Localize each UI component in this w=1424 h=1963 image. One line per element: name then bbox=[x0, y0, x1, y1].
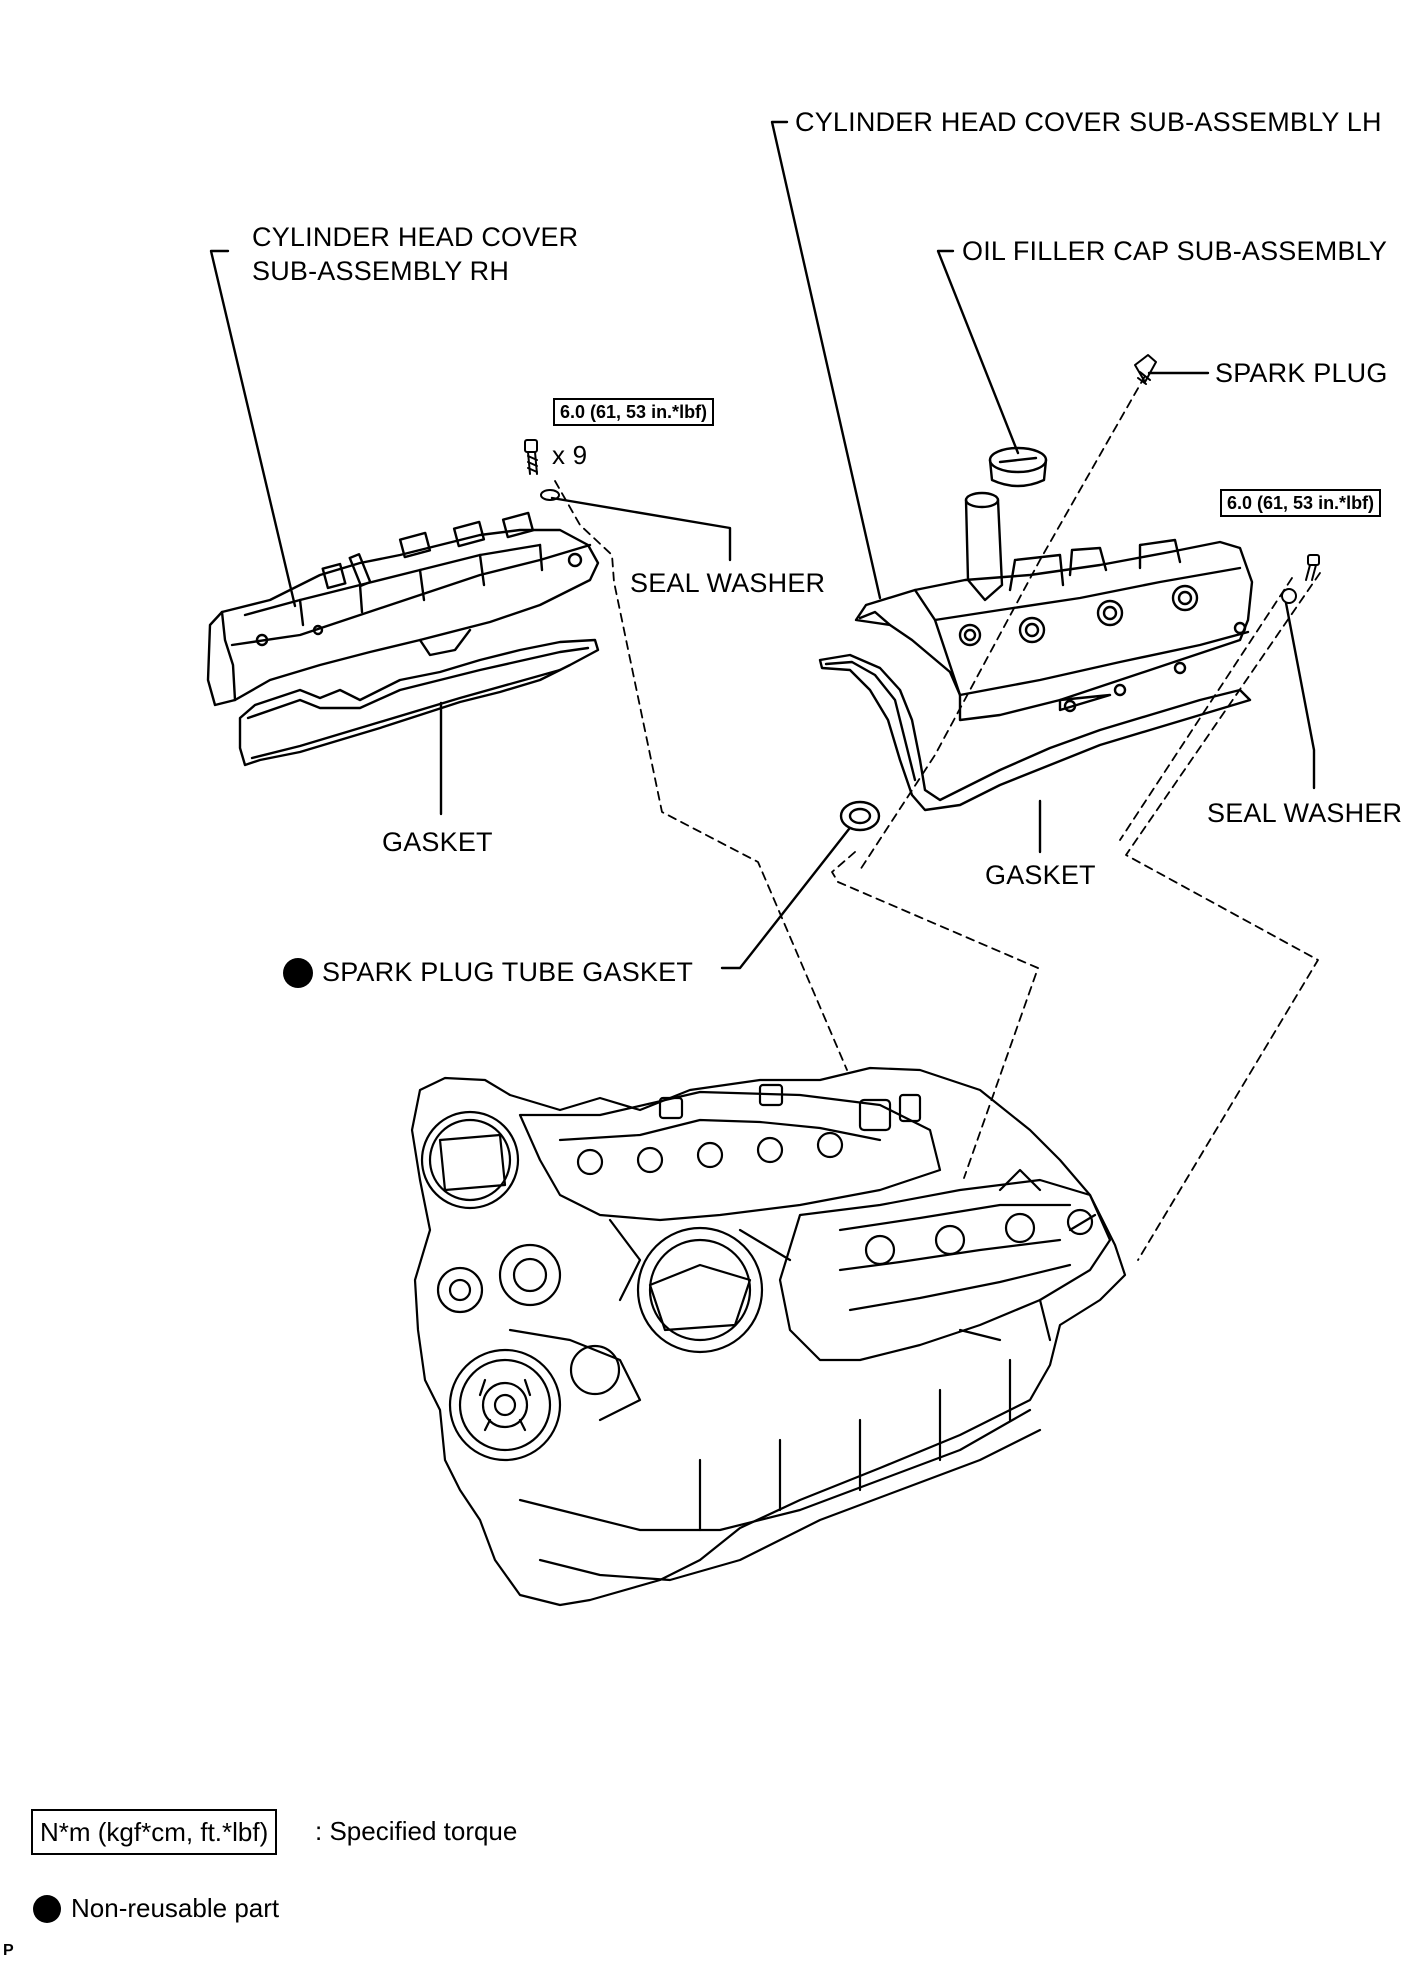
corner-mark: P bbox=[3, 1942, 14, 1959]
legend-non-reusable-desc: Non-reusable part bbox=[71, 1893, 280, 1923]
label-bolt-count: x 9 bbox=[552, 440, 588, 470]
engine-block bbox=[410, 1066, 1127, 1607]
label-cover-rh-line2: SUB-ASSEMBLY RH bbox=[252, 256, 510, 286]
gasket-rh bbox=[238, 638, 600, 767]
spark-plug-tube-gasket bbox=[839, 800, 881, 832]
lh-bolt bbox=[1281, 554, 1320, 604]
legend-torque-unit-box: N*m (kgf*cm, ft.*lbf) bbox=[31, 1809, 278, 1855]
label-gasket-rh: GASKET bbox=[382, 827, 493, 857]
rh-bolt bbox=[524, 439, 560, 501]
label-cover-rh-line1: CYLINDER HEAD COVER bbox=[252, 222, 579, 252]
label-seal-washer-rh: SEAL WASHER bbox=[630, 568, 826, 598]
leader-lines bbox=[209, 120, 1316, 970]
oil-filler-cap bbox=[988, 446, 1048, 488]
gasket-lh bbox=[818, 653, 1252, 812]
label-seal-washer-lh: SEAL WASHER bbox=[1207, 798, 1403, 828]
legend-non-reusable-icon bbox=[33, 1895, 61, 1923]
spark-plug bbox=[1134, 354, 1157, 385]
cam-sprocket-left bbox=[420, 1110, 520, 1210]
label-spark-plug: SPARK PLUG bbox=[1215, 358, 1388, 388]
label-cover-lh: CYLINDER HEAD COVER SUB-ASSEMBLY LH bbox=[795, 107, 1382, 137]
crank-pulley bbox=[448, 1348, 562, 1462]
cylinder-head-cover-rh bbox=[206, 511, 600, 707]
torque-spec-lh: 6.0 (61, 53 in.*lbf) bbox=[1220, 489, 1382, 517]
label-spark-plug-tube-gasket: SPARK PLUG TUBE GASKET bbox=[322, 957, 694, 987]
rh-seal-washer bbox=[540, 489, 560, 501]
torque-spec-rh: 6.0 (61, 53 in.*lbf) bbox=[553, 398, 715, 426]
cylinder-head-cover-lh bbox=[854, 538, 1254, 722]
label-oil-filler-cap: OIL FILLER CAP SUB-ASSEMBLY bbox=[962, 236, 1388, 266]
label-gasket-lh: GASKET bbox=[985, 860, 1096, 890]
legend-torque-desc: : Specified torque bbox=[315, 1816, 518, 1846]
dashed-alignment-lines bbox=[554, 375, 1321, 1261]
non-reusable-dot-icon bbox=[283, 958, 313, 988]
lh-seal-washer bbox=[1281, 588, 1297, 604]
oil-filler-tube bbox=[964, 491, 1004, 602]
cam-sprocket-right bbox=[636, 1226, 764, 1354]
